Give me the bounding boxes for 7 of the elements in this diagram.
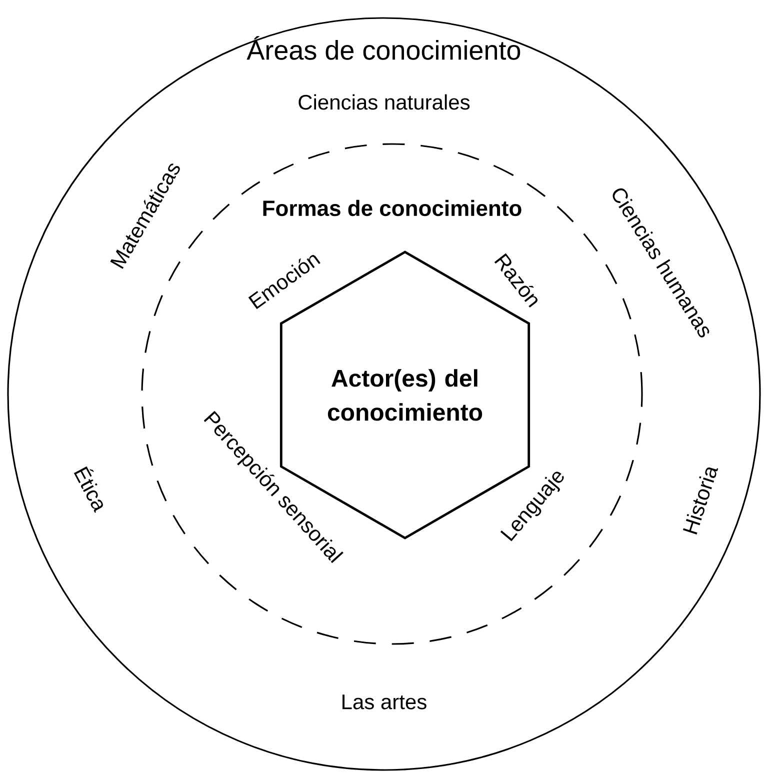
area-label: Ciencias naturales <box>298 94 470 110</box>
heading-label: Formas de conocimiento <box>263 200 522 216</box>
area-label: Las artes <box>342 694 426 710</box>
area-label: Ética <box>74 466 103 513</box>
heading-label: Áreas de conocimiento <box>246 36 520 60</box>
area-label: Historia <box>682 467 718 535</box>
center-label: Actor(es) del conocimiento <box>328 369 482 421</box>
